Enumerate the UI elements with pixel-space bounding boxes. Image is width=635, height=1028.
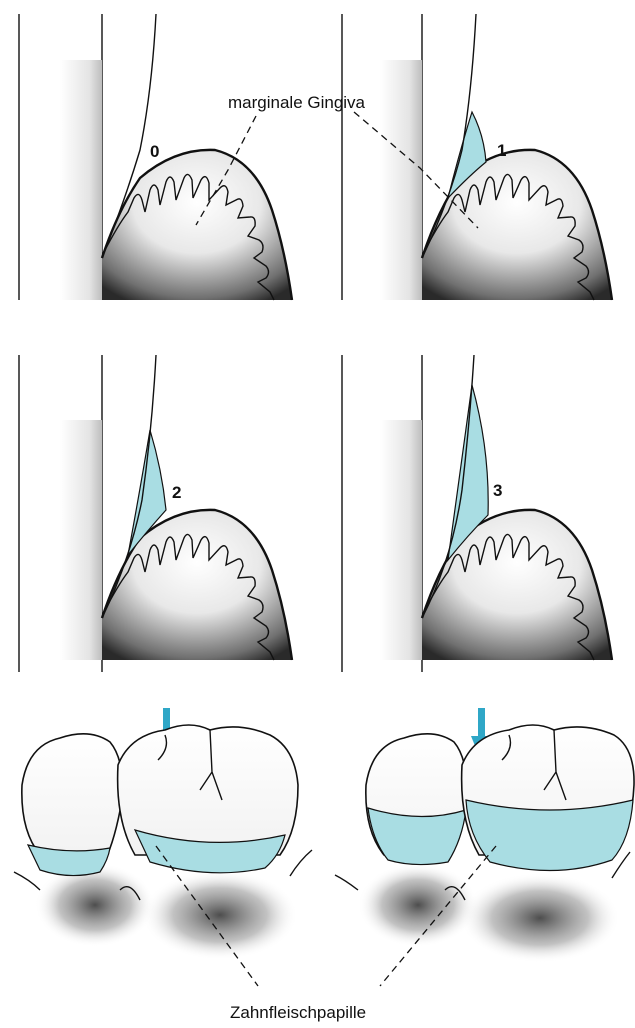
- stage-number: 2: [172, 483, 181, 502]
- teeth-illustration-severe: [335, 725, 634, 963]
- stage-number: 1: [497, 141, 506, 160]
- plaque-band: [466, 800, 633, 871]
- papilla-label: Zahnfleischpapille: [230, 1003, 366, 1022]
- plaque-band: [368, 808, 466, 865]
- teeth-illustration-mild: [14, 725, 312, 960]
- stage-2-panel: [60, 355, 292, 660]
- stage-number: 3: [493, 481, 502, 500]
- stage-number: 0: [150, 142, 159, 161]
- stage-3-panel: [380, 355, 612, 660]
- marginal-gingiva-label: marginale Gingiva: [228, 93, 366, 112]
- stage-0-panel: [60, 14, 292, 300]
- stage-1-panel: [380, 14, 612, 300]
